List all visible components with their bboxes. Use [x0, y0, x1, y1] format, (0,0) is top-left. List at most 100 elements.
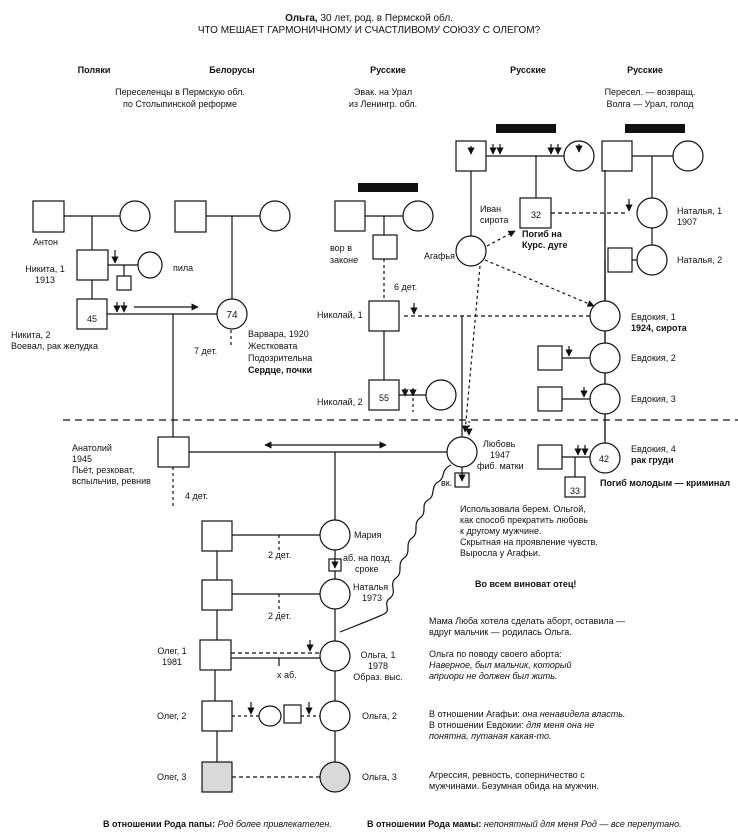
nikolai1-label: Николай, 1: [317, 310, 363, 320]
footer-father-line: В отношении Рода папы: Род более привлек…: [103, 819, 332, 829]
title-line-1: Ольга, 30 лет, род. в Пермской обл.: [285, 12, 453, 24]
footer-father-head: В отношении Рода папы:: [103, 819, 218, 829]
olga-abortion-quote-2: априори не должен был жить.: [429, 671, 558, 681]
olga1-label-2: 1978: [368, 661, 388, 671]
black-bar-2: [496, 124, 556, 133]
evdokia4-circle: [589, 442, 621, 474]
natalya2-label: Наталья, 2: [677, 255, 722, 265]
olga1-circle: [319, 640, 351, 672]
lyubov-label-2: 1947: [490, 450, 510, 460]
varvara-label-2: Жестковата: [248, 341, 297, 351]
evdokia-relation-head: В отношении Евдокии:: [429, 720, 526, 730]
agafya-circle: [455, 235, 487, 267]
varvara-label-1: Варвара, 1920: [248, 329, 309, 339]
title-question: ЧТО МЕШАЕТ ГАРМОНИЧНОМУ И СЧАСТЛИВОМУ СО…: [198, 25, 541, 36]
oleg2-label: Олег, 2: [157, 711, 186, 721]
nikolai2-wife-circle: [425, 379, 457, 411]
anton-label: Антон: [33, 237, 58, 247]
killed-son-age: 32: [531, 210, 541, 220]
anatoly-label-1: Анатолий: [72, 443, 112, 453]
killed-son-square: [519, 197, 552, 229]
lyubov-label-1: Любовь: [483, 439, 516, 449]
oleg2-partner-circle: [258, 705, 282, 727]
maria-label: Мария: [354, 530, 382, 540]
nikita2-label-2: Воевал, рак желудка: [11, 341, 98, 351]
natalya1-circle: [636, 197, 668, 229]
agafya-relation-note: В отношении Агафьи: она ненавидела власт…: [429, 709, 625, 719]
russ1-mother-circle: [402, 200, 434, 232]
anatoly-square: [157, 436, 190, 468]
vor-label-2: законе: [330, 255, 358, 265]
nikolai2-label: Николай, 2: [317, 397, 363, 407]
evdokia2-circle: [589, 342, 621, 374]
maria-partner-square: [201, 520, 233, 552]
killed-label-2: Курс. дуге: [522, 240, 567, 250]
evdokia3-partner-square: [537, 386, 563, 412]
olga1-label-1: Ольга, 1: [361, 650, 396, 660]
abortion-note-2: вдруг мальчик — родилась Ольга.: [429, 627, 572, 637]
two-children-label-1: 2 дет.: [268, 550, 291, 560]
vk-label: вк.: [441, 478, 452, 488]
olga1-label-3: Образ. выс.: [353, 672, 402, 682]
nikita2-age: 45: [87, 314, 97, 324]
anton-square: [32, 200, 65, 233]
varvara-age: 74: [226, 310, 238, 321]
agafya-relation-quote: она ненавидела власть.: [522, 709, 625, 719]
lyubov-note-2: как способ прекратить любовь: [460, 515, 588, 525]
anton-wife-circle: [119, 200, 151, 232]
black-bar-1: [358, 183, 418, 192]
lyubov-note-3: к другому мужчине.: [460, 526, 541, 536]
evdokia3-circle: [589, 383, 621, 415]
nikita2-square: [76, 298, 108, 330]
evdokia1-label-1: Евдокия, 1: [631, 312, 676, 322]
vor-label-1: вор в: [330, 243, 352, 253]
evdokia4-label-1: Евдокия, 4: [631, 444, 676, 454]
ivan-label-1: Иван: [480, 204, 501, 214]
group-russians-2: Русские: [510, 65, 546, 75]
lyubov-circle: [446, 436, 478, 468]
olga2-circle: [319, 700, 351, 732]
aggression-note-1: Агрессия, ревность, соперничество с: [429, 770, 585, 780]
nikita1-square: [76, 249, 109, 281]
natalya73-partner-square: [201, 579, 233, 611]
killed-label-1: Погиб на: [522, 229, 563, 239]
ivan-father-square: [455, 140, 487, 172]
varvara-label-4: Сердце, почки: [248, 365, 312, 375]
natalya2-circle: [636, 244, 668, 276]
varvara-label-3: Подозрительна: [248, 353, 312, 363]
late-abortion-label-2: сроке: [355, 564, 379, 574]
footer-mother-text: непонятный для меня Род — все перепутано…: [484, 819, 682, 829]
olga3-circle: [319, 761, 351, 793]
maria-circle: [319, 519, 351, 551]
group-russians-3: Русские: [627, 65, 663, 75]
group-belarusians: Белорусы: [209, 65, 255, 75]
lyubov-note-4: Скрытная на проявление чувств.: [460, 537, 598, 547]
natalya1-mother-circle: [672, 140, 704, 172]
evdokia4-partner-square: [537, 444, 563, 470]
group-russians-1-note-1: Эвак. на Урал: [354, 87, 412, 97]
natalya73-label-2: 1973: [362, 593, 382, 603]
natalya73-circle: [319, 578, 351, 610]
natalya2-partner-square: [607, 247, 633, 273]
conflict-wavy-line: [339, 464, 452, 633]
group-russians-3-note-2: Волга — Урал, голод: [606, 99, 694, 109]
anatoly-label-4: вспыльчив, ревнив: [72, 476, 151, 486]
nikita1-label-1: Никита, 1: [25, 264, 65, 274]
oleg1-label-1: Олег, 1: [157, 646, 186, 656]
varvara-circle: [216, 298, 248, 330]
nikolai2-square: [368, 379, 400, 411]
evdokia3-label: Евдокия, 3: [631, 394, 676, 404]
vor-square: [372, 234, 398, 260]
footer-father-text: Род более привлекателен.: [218, 819, 332, 829]
nikita1-label-2: 1913: [35, 275, 55, 285]
six-children-label: 6 дет.: [394, 282, 417, 292]
aggression-note-2: мужчинами. Безумная обида на мужчин.: [429, 781, 599, 791]
son33-age: 33: [570, 486, 580, 496]
footer-mother-line: В отношении Рода мамы: непонятный для ме…: [367, 819, 682, 829]
pila-child-square: [116, 275, 132, 291]
evdokia4-label-2: рак груди: [631, 455, 674, 465]
title-rest: 30 лет, род. в Пермской обл.: [318, 12, 453, 24]
anatoly-label-2: 1945: [72, 454, 92, 464]
evdokia-relation-quote-2: понятна, путаная какая-то.: [429, 731, 552, 741]
